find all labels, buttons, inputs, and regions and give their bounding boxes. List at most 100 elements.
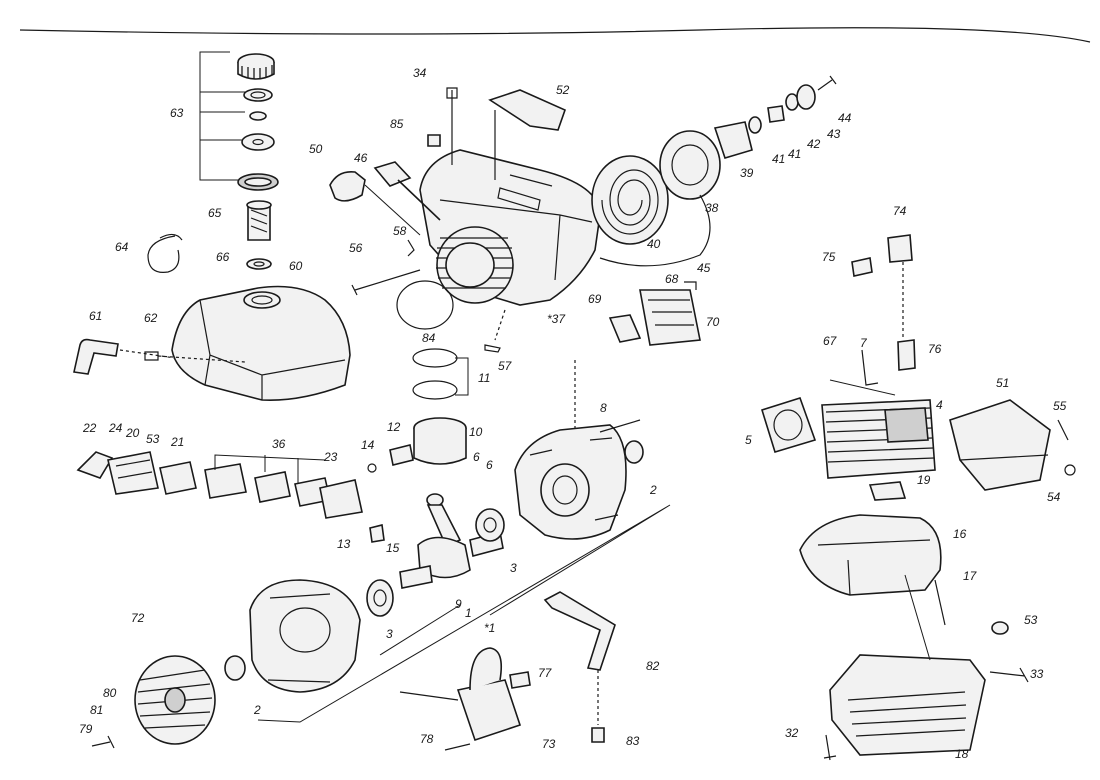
part-label: 1	[465, 606, 472, 620]
recoil-housing	[419, 149, 601, 306]
part-label: 17	[963, 569, 978, 583]
part-label: 6	[486, 458, 493, 472]
engine-guard	[829, 654, 986, 756]
screw-55	[1057, 419, 1069, 441]
spark-lead-57	[484, 344, 501, 353]
part-label: 20	[125, 426, 140, 440]
cylinder	[821, 379, 936, 479]
ratchet-39	[713, 121, 753, 159]
control-rod	[351, 269, 421, 296]
part-label: 2	[649, 483, 657, 497]
crankcase	[514, 419, 644, 540]
part-label: 76	[928, 342, 942, 356]
part-label: 63	[170, 106, 184, 120]
fuel-filter	[246, 200, 272, 270]
part-label: 8	[600, 401, 607, 415]
part-label: 61	[89, 309, 102, 323]
primer-bulb	[329, 170, 366, 202]
part-label: *37	[547, 312, 566, 326]
part-label: 64	[115, 240, 129, 254]
part-label: 69	[588, 292, 602, 306]
part-labels: 1 2 2 3 3 4 5 6 7 8 9 10 11 12 13 14 15 …	[79, 66, 1067, 761]
part-label: 60	[289, 259, 303, 273]
gasket-84	[396, 280, 454, 330]
part-label: 3	[386, 627, 393, 641]
part-label: 42	[807, 137, 821, 151]
part-label: 80	[103, 686, 117, 700]
part-label: 65	[208, 206, 222, 220]
part-label: 52	[556, 83, 570, 97]
fuel-cap-assembly	[199, 51, 279, 191]
part-label: 56	[349, 241, 363, 255]
part-label: 16	[953, 527, 967, 541]
bolt-17	[934, 579, 946, 626]
part-label: 55	[1053, 399, 1067, 413]
part-label: 39	[740, 166, 754, 180]
part-label: 34	[413, 66, 427, 80]
bolt-33	[989, 667, 1029, 683]
gasket-19	[868, 481, 907, 501]
cap-53	[991, 621, 1009, 635]
part-label: 5	[745, 433, 752, 447]
ignition-coil	[399, 647, 531, 742]
part-label: 73	[542, 737, 556, 751]
bracket-52	[488, 89, 566, 131]
fuel-tank	[171, 285, 351, 402]
bolt-7	[861, 349, 879, 386]
part-label: 53	[1024, 613, 1038, 627]
part-label: 81	[90, 703, 103, 717]
part-label: 70	[706, 315, 720, 329]
recoil-starter	[591, 130, 721, 267]
part-label: 22	[82, 421, 97, 435]
part-label: 75	[822, 250, 836, 264]
bolt-78	[444, 743, 471, 751]
part-label: 77	[538, 666, 553, 680]
part-label: 67	[823, 334, 838, 348]
part-85	[427, 134, 441, 147]
bolt-32	[823, 734, 837, 761]
part-label: 79	[79, 722, 93, 736]
part-label: 18	[955, 747, 969, 761]
piston	[367, 417, 467, 473]
fitting-75	[851, 257, 873, 277]
part-label: 3	[510, 561, 517, 575]
part-label: 85	[390, 117, 404, 131]
part-label: 72	[131, 611, 145, 625]
part-label: 4	[936, 398, 943, 412]
stop-switch-bracket	[608, 281, 701, 346]
part-label: 82	[646, 659, 660, 673]
fuel-clip	[147, 233, 183, 273]
part-label: 54	[1047, 490, 1061, 504]
support-bracket	[543, 591, 616, 671]
carburetor-assembly	[76, 451, 363, 519]
crankshaft	[366, 493, 505, 617]
part-label: *1	[484, 621, 495, 635]
flywheel	[134, 655, 216, 745]
part-label: 44	[838, 111, 852, 125]
cylinder-gasket	[761, 397, 817, 453]
part-label: 2	[253, 703, 261, 717]
part-label: 33	[1030, 667, 1044, 681]
part-label: 9	[455, 597, 462, 611]
part-label: 14	[361, 438, 375, 452]
part-label: 50	[309, 142, 323, 156]
part-label: 43	[827, 127, 841, 141]
part-label: 11	[478, 371, 490, 385]
part-label: 13	[337, 537, 351, 551]
part-label: 12	[387, 420, 401, 434]
part-label: 19	[917, 473, 931, 487]
part-label: 45	[697, 261, 711, 275]
muffler	[799, 514, 942, 596]
choke-knob	[373, 161, 441, 221]
bolt-83	[591, 727, 605, 743]
top-rule	[19, 27, 1091, 43]
part-label: 32	[785, 726, 799, 740]
part-label: 46	[354, 151, 368, 165]
part-label: 57	[498, 359, 513, 373]
part-label: 40	[647, 237, 661, 251]
part-label: 23	[323, 450, 338, 464]
tube-74	[887, 234, 913, 263]
engine-case-half	[224, 579, 361, 693]
part-label: 83	[626, 734, 640, 748]
